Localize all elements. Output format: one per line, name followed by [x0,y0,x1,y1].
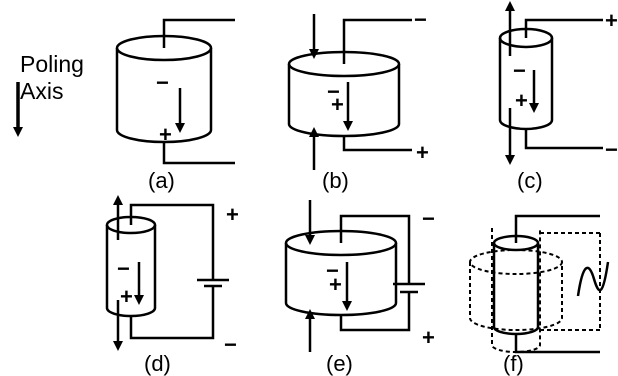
panel-d-top-lead [129,203,215,280]
panel-f [469,214,610,354]
panel-c-top-lead [524,18,603,38]
panel-a-label: (a) [148,168,175,193]
panel-a-top-lead [162,18,235,48]
panel-b-inner-top-sign: − [327,79,340,104]
panel-e [284,200,425,352]
panel-d [105,195,229,351]
panel-f-bottom-lead [514,334,600,354]
panel-f-label: (f) [503,351,524,376]
panel-d-lead-top-sign: + [226,202,239,227]
panel-d-lead-bottom-sign: − [224,332,237,357]
panel-d-cylinder [105,225,157,318]
poling-axis-label-line2: Axis [20,78,63,104]
panel-c-inner-top-sign: − [513,58,526,83]
panel-f-cylinder [492,243,540,336]
panel-b-label: (b) [322,168,349,193]
panel-e-bottom-lead [339,292,411,332]
panel-e-inner-top-sign: − [326,258,339,283]
panel-c-lead-bottom-sign: − [605,137,618,162]
panel-b-lead-top-sign: − [414,7,427,32]
panel-e-lead-bottom-sign: + [422,325,435,350]
poling-axis-label-line1: Poling [20,51,84,77]
panel-b-lead-bottom-sign: + [416,140,429,165]
panel-b [287,14,412,170]
panel-d-bottom-lead [129,286,215,340]
panel-c [498,1,603,165]
panel-a-inner-top-sign: − [156,70,169,95]
panel-e-label: (e) [326,351,353,376]
panel-b-bottom-lead [342,136,412,152]
panel-c-lead-top-sign: + [605,8,618,33]
panel-d-label: (d) [144,351,171,376]
panel-e-lead-top-sign: − [422,206,435,231]
panel-c-label: (c) [517,168,543,193]
panel-a [115,18,235,165]
panel-c-bottom-lead [524,129,603,150]
panel-c-inner-bottom-sign: + [515,88,528,113]
panel-e-inner-bottom-sign: + [329,272,342,297]
panel-a-bottom-lead [162,142,235,165]
panel-b-top-lead [342,18,412,64]
panel-c-cylinder [498,38,554,131]
panel-f-dashed-wide-top [469,249,563,275]
panel-f-top-lead [514,214,600,243]
panel-d-inner-top-sign: − [117,256,130,281]
panel-e-top-lead [339,214,411,284]
sine-wave-icon [576,261,610,297]
panel-f-dashed-wide-cylinder [469,262,563,331]
panel-d-inner-bottom-sign: + [120,284,133,309]
panel-a-inner-bottom-sign: + [159,122,172,147]
panel-b-inner-bottom-sign: + [331,92,344,117]
